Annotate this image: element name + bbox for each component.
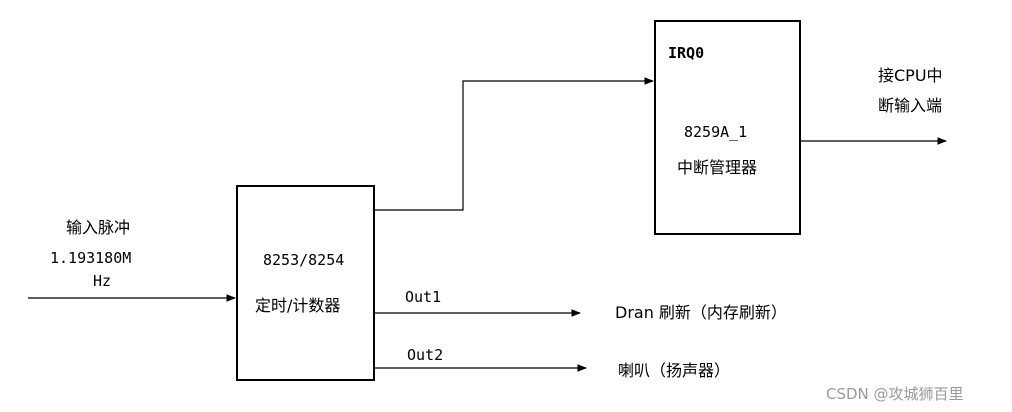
cpu-label-line1: 接CPU中 — [878, 66, 943, 85]
pic-block — [654, 20, 801, 235]
input-title: 输入脉冲 — [66, 218, 130, 237]
out2-label: Out2 — [407, 346, 443, 364]
cpu-label-line2: 断输入端 — [878, 96, 942, 115]
input-frequency: 1.193180M — [50, 249, 131, 267]
irq0-line — [375, 77, 654, 211]
pic-irq-label: IRQ0 — [668, 44, 704, 62]
timer-model: 8253/8254 — [263, 251, 344, 269]
pic-model: 8259A_1 — [684, 123, 747, 141]
pic-name: 中断管理器 — [677, 158, 757, 177]
out2-destination: 喇叭（扬声器） — [618, 361, 730, 380]
input-unit: Hz — [93, 272, 111, 290]
out1-destination: Dran 刷新（内存刷新） — [615, 303, 787, 322]
out1-label: Out1 — [405, 288, 441, 306]
watermark: CSDN @攻城狮百里 — [826, 385, 964, 403]
timer-block — [236, 185, 375, 381]
timer-name: 定时/计数器 — [255, 296, 340, 315]
